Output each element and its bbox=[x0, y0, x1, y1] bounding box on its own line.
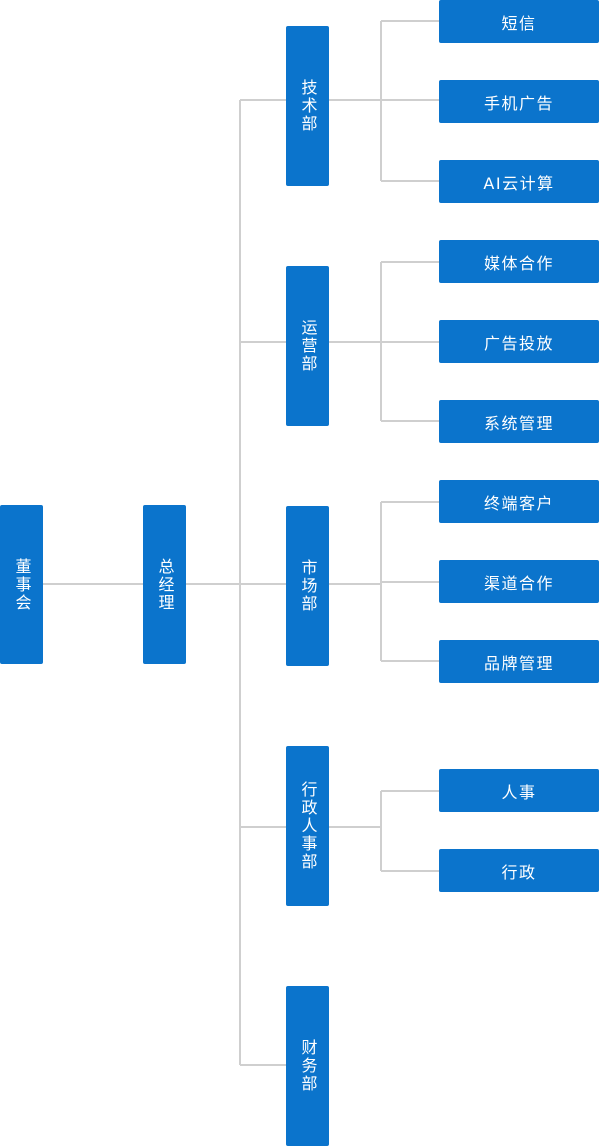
node-board: 董事会 bbox=[0, 505, 43, 664]
node-sub-system-management: 系统管理 bbox=[439, 400, 599, 443]
node-sub-media-partnership: 媒体合作 bbox=[439, 240, 599, 283]
node-dept-marketing: 市场部 bbox=[286, 506, 329, 666]
node-sub-end-customers: 终端客户 bbox=[439, 480, 599, 523]
node-sub-mobile-ads: 手机广告 bbox=[439, 80, 599, 123]
node-sub-hr: 人事 bbox=[439, 769, 599, 812]
node-sub-administration: 行政 bbox=[439, 849, 599, 892]
node-dept-operations: 运营部 bbox=[286, 266, 329, 426]
node-sub-brand-management: 品牌管理 bbox=[439, 640, 599, 683]
node-general-manager: 总经理 bbox=[143, 505, 186, 664]
node-sub-ai-cloud: AI云计算 bbox=[439, 160, 599, 203]
node-dept-tech: 技术部 bbox=[286, 26, 329, 186]
node-dept-admin-hr: 行政人事部 bbox=[286, 746, 329, 906]
node-sub-channel-partnership: 渠道合作 bbox=[439, 560, 599, 603]
node-sub-sms: 短信 bbox=[439, 0, 599, 43]
node-sub-ad-placement: 广告投放 bbox=[439, 320, 599, 363]
node-dept-finance: 财务部 bbox=[286, 986, 329, 1146]
